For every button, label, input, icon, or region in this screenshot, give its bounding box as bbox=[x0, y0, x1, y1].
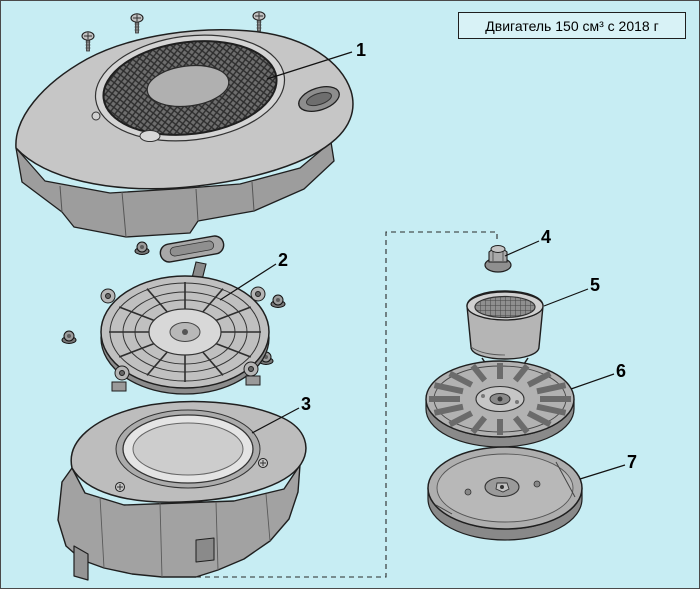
part-1-engine-cover bbox=[15, 29, 354, 238]
screw-icon bbox=[130, 13, 144, 34]
callout-numbers: 1 2 3 4 5 6 7 bbox=[278, 40, 637, 472]
part-2-recoil-starter bbox=[100, 235, 270, 395]
starter-lattice bbox=[109, 282, 261, 382]
callout-number-2: 2 bbox=[278, 250, 288, 270]
cover-screws bbox=[81, 11, 266, 52]
starter-handle bbox=[159, 235, 225, 293]
part-5-starter-cup bbox=[466, 290, 544, 365]
callout-number-7: 7 bbox=[627, 452, 637, 472]
callout-number-3: 3 bbox=[301, 394, 311, 414]
screw-icon bbox=[81, 31, 95, 52]
screw-icon bbox=[252, 11, 266, 32]
callout-number-5: 5 bbox=[590, 275, 600, 295]
bolt-icon bbox=[61, 330, 77, 344]
cover-center-plate bbox=[146, 64, 230, 108]
part-7-flywheel bbox=[427, 446, 583, 541]
fan-blades bbox=[429, 363, 571, 435]
cup-mesh-bottom bbox=[474, 295, 536, 319]
starter-mounting-ears bbox=[100, 286, 266, 381]
callout-number-1: 1 bbox=[356, 40, 366, 60]
bolt-icon bbox=[270, 294, 286, 308]
assembly-dashed-lines bbox=[196, 231, 498, 578]
part-6-flywheel-fan bbox=[425, 360, 575, 448]
title-text: Двигатель 150 см³ с 2018 г bbox=[485, 17, 659, 34]
callout-number-6: 6 bbox=[616, 361, 626, 381]
bolt-icon bbox=[134, 241, 150, 255]
part-3-starter-housing bbox=[57, 400, 307, 581]
callout-number-4: 4 bbox=[541, 227, 551, 247]
part-4-flange-nut bbox=[484, 245, 512, 273]
housing-screws bbox=[115, 458, 268, 492]
title-box: Двигатель 150 см³ с 2018 г bbox=[458, 12, 686, 39]
callout-leader-lines bbox=[219, 51, 626, 480]
housing-foot-tab bbox=[73, 545, 89, 581]
housing-latch bbox=[195, 537, 215, 563]
